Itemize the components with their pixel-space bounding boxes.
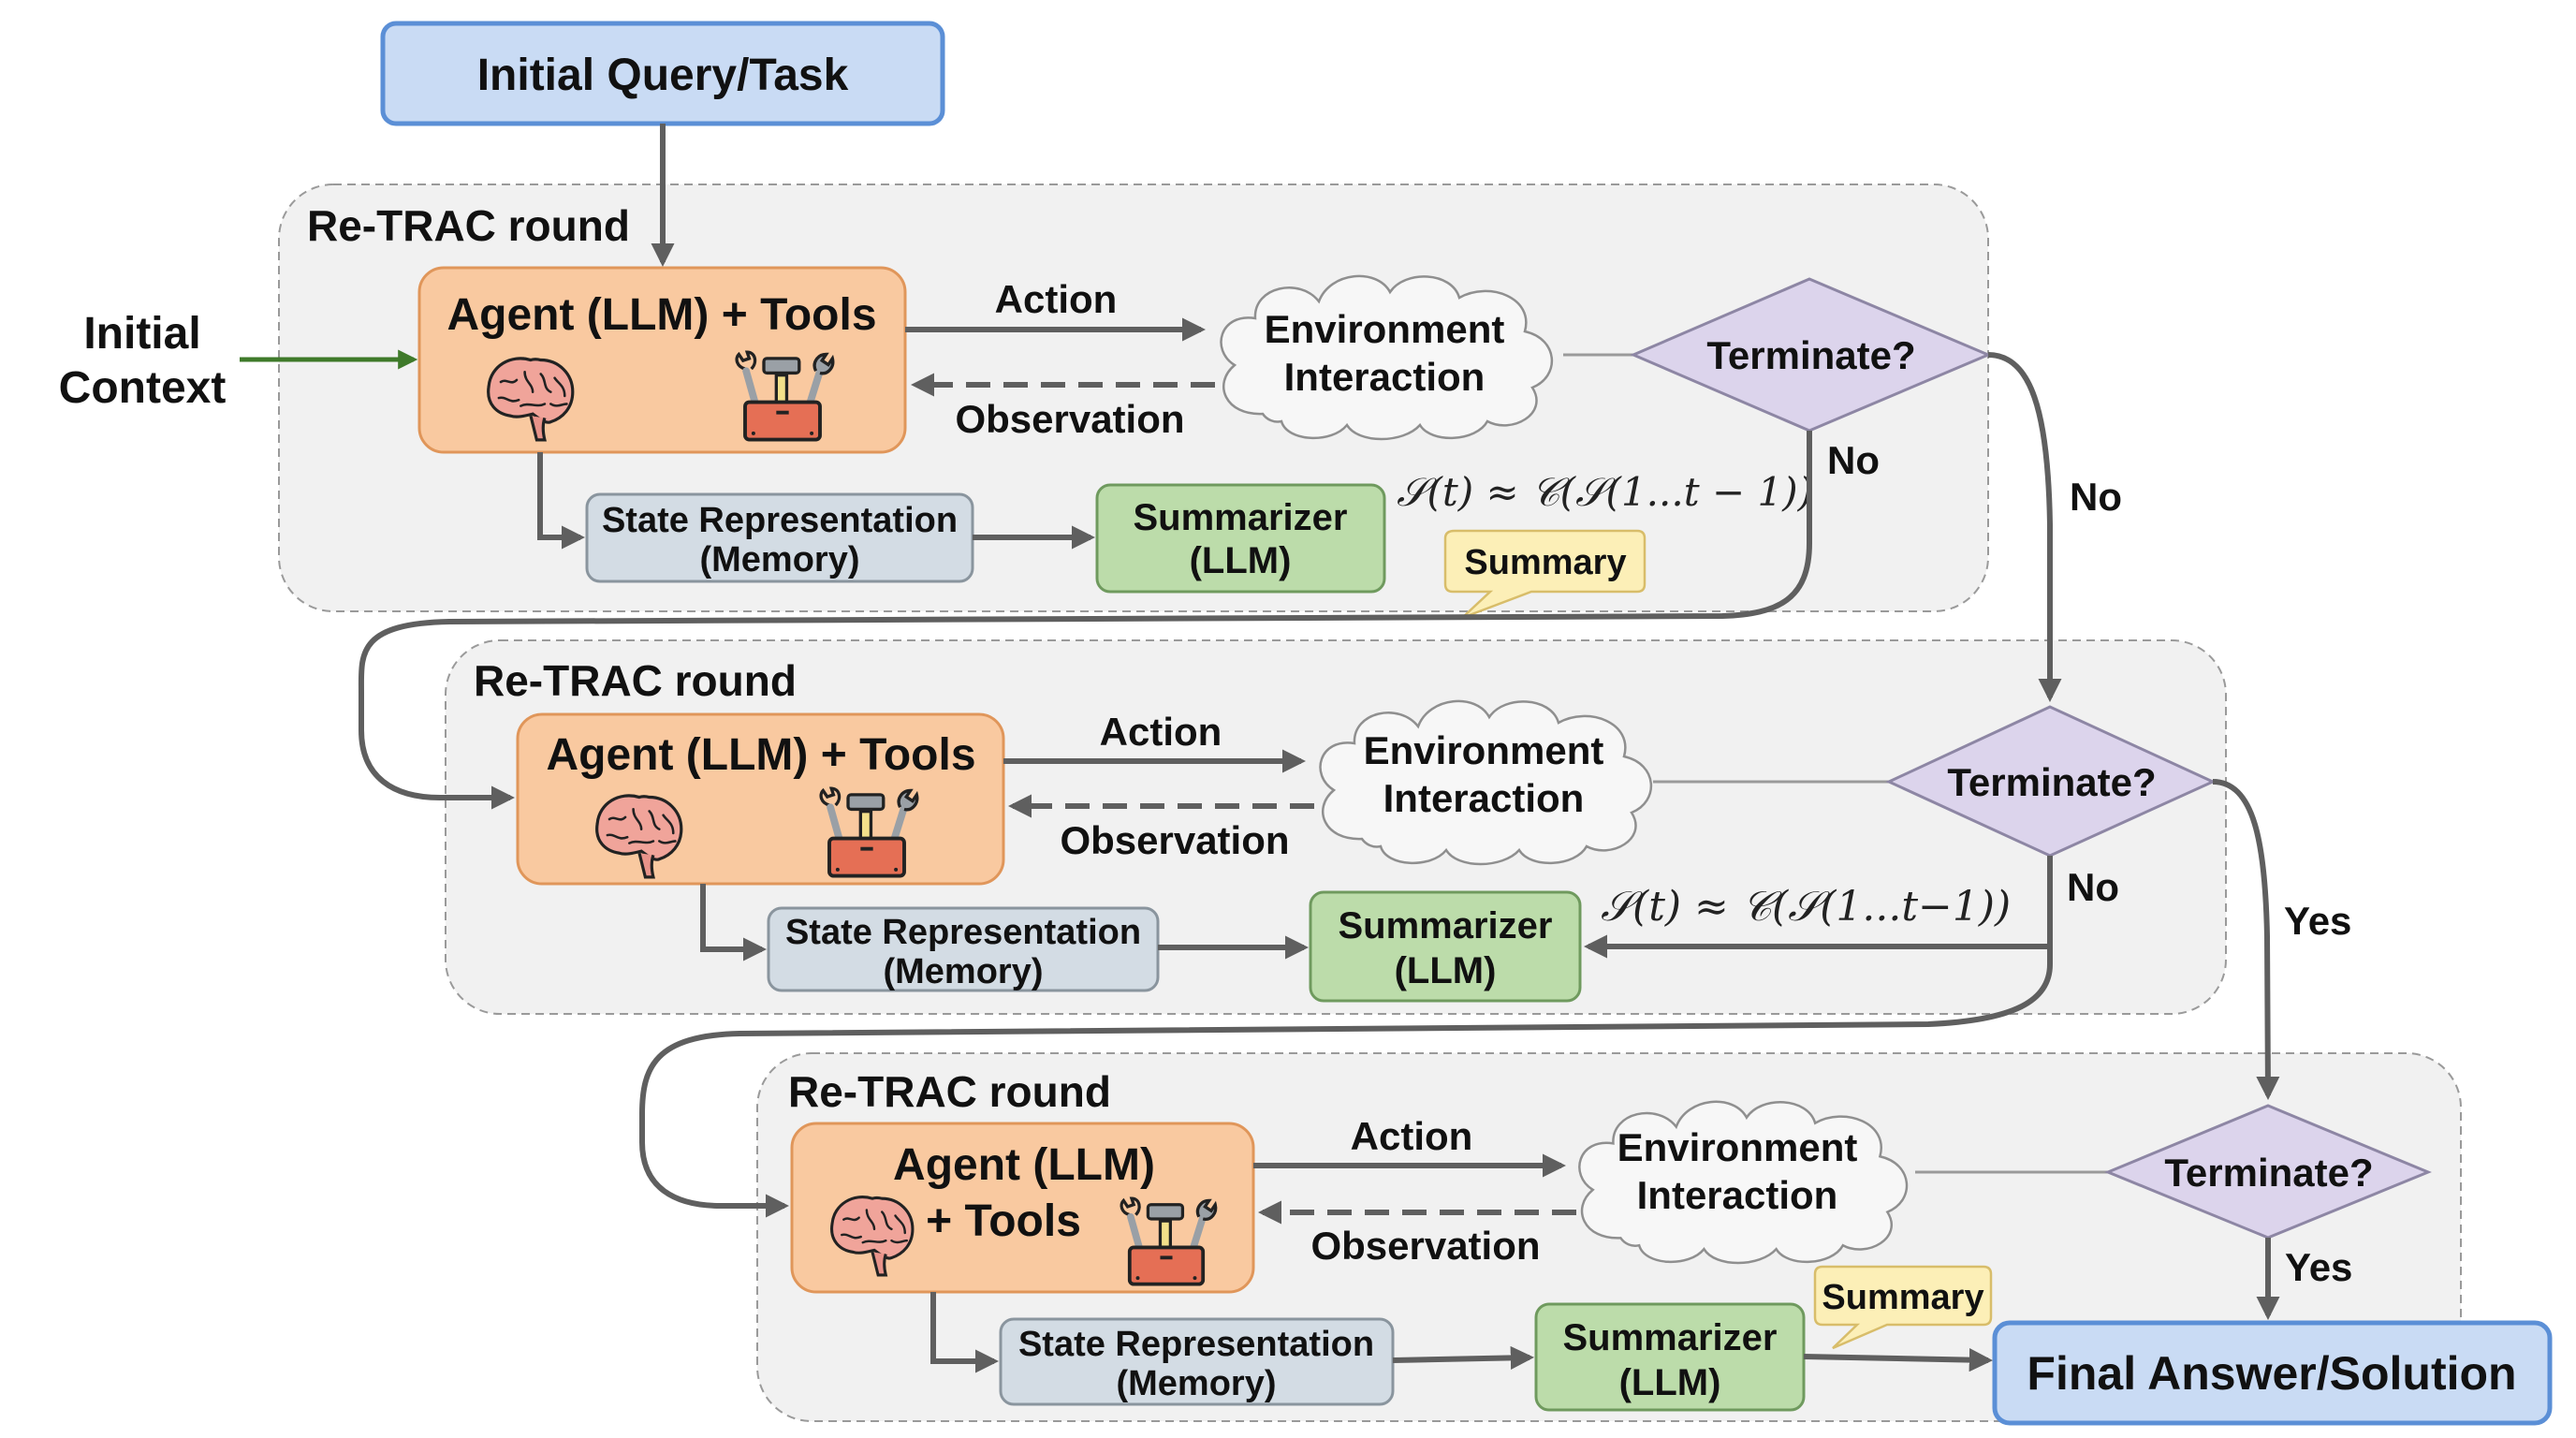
round-2-formula: 𝒮(t) ≈ 𝒞(𝒮(1...t−1)) bbox=[1601, 883, 2011, 931]
round-3-action-label: Action bbox=[1351, 1114, 1473, 1158]
round-1-environment-line2: Interaction bbox=[1284, 355, 1486, 399]
initial-context-line1: Initial bbox=[83, 309, 200, 359]
round-1-agent-to-state-arrow bbox=[537, 452, 586, 550]
round-1-summary-bubble bbox=[1443, 529, 1647, 620]
round-1-environment-line1: Environment bbox=[1265, 307, 1505, 351]
round-3-summary-bubble bbox=[1813, 1265, 1993, 1350]
round-2-environment-line2: Interaction bbox=[1383, 776, 1585, 820]
round-3-state-to-summarizer-arrow bbox=[1392, 1345, 1535, 1371]
round-1-summarizer-line1: Summarizer bbox=[1134, 497, 1348, 538]
round-1-state-line2: (Memory) bbox=[699, 540, 859, 580]
round-1-action-label: Action bbox=[995, 277, 1118, 321]
round-1-agent-label: Agent (LLM) + Tools bbox=[446, 290, 876, 340]
round-3-terminate-label: Terminate? bbox=[2164, 1151, 2373, 1195]
initial-context-line2: Context bbox=[59, 363, 227, 413]
round-2-no-loop-arrow bbox=[639, 946, 2053, 1218]
round-1-observation-label: Observation bbox=[955, 397, 1184, 441]
round-2-agent-label: Agent (LLM) + Tools bbox=[546, 730, 975, 780]
round-3-agent-line2: + Tools bbox=[926, 1196, 1081, 1246]
round-2-yes-arrow bbox=[2212, 779, 2280, 1101]
round-3-title: Re-TRAC round bbox=[788, 1067, 1111, 1116]
round-3-agent-to-state-arrow bbox=[930, 1292, 1000, 1373]
round-1-summary-label: Summary bbox=[1464, 543, 1626, 582]
round-2-yes-label: Yes bbox=[2284, 899, 2351, 943]
round-3-state-line2: (Memory) bbox=[1116, 1364, 1276, 1403]
round-2-observation-label: Observation bbox=[1060, 818, 1289, 862]
round-2-summarizer-line1: Summarizer bbox=[1339, 905, 1553, 946]
round-2-summarizer-line2: (LLM) bbox=[1395, 950, 1497, 991]
round-2-state-line2: (Memory) bbox=[883, 952, 1043, 991]
final-answer-box bbox=[1992, 1320, 2553, 1426]
round-3-summary-label: Summary bbox=[1822, 1278, 1983, 1317]
round-1-formula: 𝒮(t) ≈ 𝒞(𝒮(1...t − 1)) bbox=[1397, 469, 1813, 515]
initial-query-label: Initial Query/Task bbox=[477, 51, 849, 100]
round-1-terminate-label: Terminate? bbox=[1706, 333, 1915, 377]
round-3-observation-label: Observation bbox=[1310, 1224, 1540, 1268]
round-2-state-line1: State Representation bbox=[785, 913, 1141, 952]
round-3-summarizer-line2: (LLM) bbox=[1619, 1362, 1721, 1403]
round-1-right-no-label: No bbox=[2070, 475, 2122, 519]
round-1-title: Re-TRAC round bbox=[307, 201, 630, 250]
final-answer-label: Final Answer/Solution bbox=[2027, 1347, 2516, 1400]
round-3-yes-label: Yes bbox=[2285, 1245, 2352, 1289]
round-1-summarizer-line2: (LLM) bbox=[1190, 540, 1292, 581]
round-2-no-label: No bbox=[2067, 865, 2119, 909]
round-3-agent-line1: Agent (LLM) bbox=[893, 1140, 1155, 1190]
round-1-no-label: No bbox=[1827, 438, 1880, 482]
round-2-title: Re-TRAC round bbox=[474, 656, 797, 705]
round-1-summarizer-box bbox=[1095, 483, 1386, 594]
round-3-state-line1: State Representation bbox=[1018, 1325, 1374, 1364]
round-2-action-label: Action bbox=[1100, 710, 1222, 754]
round-1-state-line1: State Representation bbox=[602, 501, 958, 540]
round-3-environment-line2: Interaction bbox=[1637, 1173, 1838, 1217]
round-2-environment-line1: Environment bbox=[1364, 728, 1604, 772]
summarizer-to-final-arrow bbox=[1803, 1347, 1994, 1372]
round-1-no-loop-arrow bbox=[358, 431, 1812, 810]
round-3-environment-line1: Environment bbox=[1617, 1125, 1858, 1169]
round-2-agent-to-state-arrow bbox=[700, 884, 768, 961]
round-2-terminate-label: Terminate? bbox=[1947, 760, 2156, 804]
round-3-terminate-diamond bbox=[2104, 1104, 2432, 1240]
round-1-right-no-arrow bbox=[1987, 352, 2062, 703]
round-3-state-box bbox=[999, 1317, 1395, 1406]
round-3-summarizer-line1: Summarizer bbox=[1563, 1317, 1778, 1358]
round-2-summarizer-box bbox=[1309, 890, 1582, 1003]
